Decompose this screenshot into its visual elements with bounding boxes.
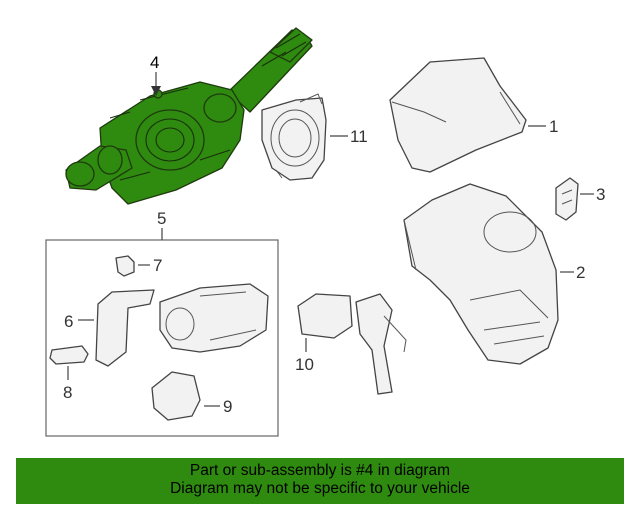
callout-5: 5 (157, 209, 166, 228)
callout-6: 6 (64, 312, 73, 331)
callout-8: 8 (63, 383, 72, 402)
ignition-lock-body[interactable] (159, 283, 269, 353)
callout-4: 4 (150, 53, 159, 72)
bracket[interactable] (555, 177, 579, 221)
interlock-housing[interactable] (95, 289, 155, 367)
combination-switch-assembly[interactable] (65, 27, 313, 205)
lower-column-cover[interactable] (403, 183, 559, 365)
parts-diagram: 4 11 1 3 2 5 7 6 (45, 27, 605, 437)
part-info-banner: Part or sub-assembly is #4 in diagram Di… (16, 458, 624, 504)
callout-2: 2 (576, 263, 585, 282)
callout-10: 10 (295, 355, 314, 374)
clock-spring[interactable] (261, 93, 327, 181)
callout-1: 1 (549, 117, 558, 136)
lock-cylinder[interactable] (49, 345, 89, 365)
callout-9: 9 (223, 397, 232, 416)
callout-7: 7 (153, 256, 162, 275)
banner-line-disclaimer: Diagram may not be specific to your vehi… (170, 480, 470, 497)
upper-column-cover[interactable] (389, 57, 527, 173)
switch-connector[interactable] (151, 371, 201, 421)
banner-line-part: Part or sub-assembly is #4 in diagram (189, 462, 451, 479)
cap[interactable] (115, 255, 135, 277)
arrow-4 (151, 86, 161, 96)
callout-3: 3 (596, 185, 605, 204)
key-transponder[interactable] (297, 293, 407, 395)
callout-11: 11 (350, 127, 368, 146)
